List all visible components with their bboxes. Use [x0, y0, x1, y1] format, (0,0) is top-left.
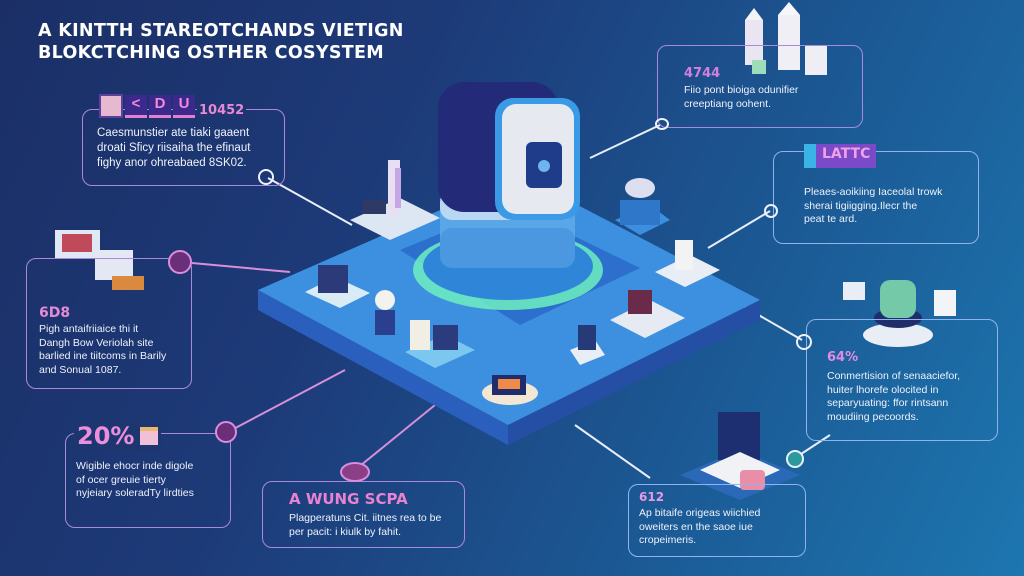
badge-image-icon — [99, 94, 123, 118]
connector-knob-bottom-center[interactable] — [340, 462, 370, 482]
stat-value: 4744 — [684, 66, 721, 81]
desc-line: Wigible ehocr inde digole — [76, 460, 194, 472]
desc-line: oweiters en the saoe iue — [639, 520, 753, 533]
platform-side-left — [258, 290, 508, 445]
connector-knob-right[interactable] — [796, 334, 812, 350]
stat-card-bottom-left: 20% Wigible ehocr inde digole of ocer gr… — [65, 422, 231, 528]
desc-line: huiter lhorefe olocited in — [827, 383, 939, 396]
desc-line: fighy anor ohreabaed 8SK02. — [97, 157, 247, 169]
connector-top-left — [267, 177, 353, 226]
gift-box-icon — [140, 427, 159, 445]
connector-knob-right-low[interactable] — [786, 450, 804, 468]
stat-card-top-left: < D U 10452 Caesmunstier ate tiaki gaaen… — [82, 94, 285, 186]
desc-line: droati Sficy riisaiha the efinaut — [97, 142, 251, 154]
city-towers-node — [350, 160, 440, 240]
tower-lower — [440, 228, 575, 268]
desc-line: Dangh Bow Veriolah site — [39, 336, 154, 349]
desc-line: creeptiang oohent. — [684, 97, 771, 110]
card-description: Plagperatuns Cit. iitnes rea to be per p… — [289, 512, 464, 539]
desc-line: cropeimeris. — [639, 534, 697, 546]
connector-bottom-left — [225, 369, 346, 434]
cloud-node — [615, 178, 670, 235]
lab-node — [655, 240, 720, 287]
title-line-2: BLOKCTCHING OSTHER COSYSTEM — [38, 43, 384, 63]
stat-card-bottom-center: A WUNG SCPA Plagperatuns Cit. iitnes rea… — [262, 481, 465, 548]
desc-line: nyjeiary soleradTy lirdties — [76, 487, 194, 499]
card-description: Conmertision of senaaciefor, huiter lhor… — [827, 370, 997, 424]
database-stack-node — [570, 325, 605, 365]
stat-card-mid-right: LATTC Pleaes-aoikiing Iaceolal trowk she… — [773, 144, 979, 244]
card-description: Pleaes-aoikiing Iaceolal trowk sherai ti… — [804, 186, 974, 227]
desc-line: Pigh antaifriiaice thi it — [39, 323, 139, 335]
card-description: Fiio pont bioiga odunifier creeptiang oo… — [684, 84, 859, 111]
desc-line: Conmertision of senaaciefor, — [827, 370, 961, 382]
desc-line: Pleaes-aoikiing Iaceolal trowk — [804, 186, 943, 198]
desc-line: and Sonual 1087. — [39, 363, 122, 376]
title-line-1: A KINTTH STAREOTCHANDS VIETIGN — [38, 21, 404, 41]
stat-header: LATTC — [804, 144, 877, 168]
card-description: Caesmunstier ate tiaki gaaent droati Sfi… — [97, 126, 282, 171]
stat-header: 20% — [74, 422, 162, 450]
desc-line: Ap bitaife origeas wiichied — [639, 507, 761, 519]
desc-line: moudiing pecoords. — [827, 410, 919, 423]
stat-card-top-right: 4744 Fiio pont bioiga odunifier creeptia… — [657, 45, 863, 128]
city-skyline-node — [745, 2, 827, 75]
stat-value: 64% — [827, 350, 859, 365]
connector-knob-mid-left[interactable] — [168, 250, 192, 274]
desc-line: Caesmunstier ate tiaki gaaent — [97, 127, 250, 139]
connector-mid-right — [707, 210, 771, 249]
stat-value: 6D8 — [39, 305, 71, 321]
laptop-dashboard-node — [680, 412, 800, 500]
connector-knob-mid-right[interactable] — [764, 204, 778, 218]
shield-lock-icon — [538, 160, 550, 172]
desc-line: of ocer greuie tierty — [76, 473, 166, 486]
connector-bottom-center — [354, 404, 436, 471]
stat-value: A WUNG SCPA — [289, 490, 408, 508]
stat-value: 20% — [77, 422, 135, 450]
connector-bottom-right — [574, 424, 651, 479]
stat-value: 10452 — [197, 103, 247, 118]
stat-value: 612 — [639, 490, 665, 504]
stat-card-mid-left: 6D8 Pigh antaifriiaice thi it Dangh Bow … — [26, 258, 192, 389]
card-description: Wigible ehocr inde digole of ocer greuie… — [76, 460, 226, 501]
connector-knob-top-left[interactable] — [258, 169, 274, 185]
connector-top-right — [589, 124, 661, 159]
stat-value: LATTC — [816, 144, 877, 168]
desc-line: peat te ard. — [804, 213, 858, 225]
monitor-devices-node — [55, 230, 144, 290]
card-description: Ap bitaife origeas wiichied oweiters en … — [639, 507, 804, 548]
database-pedestal-node — [843, 280, 956, 347]
trading-board-node — [610, 290, 685, 338]
desc-line: per pacit: i kiulk by fahit. — [289, 525, 402, 538]
connector-mid-left — [191, 262, 291, 273]
connector-knob-bottom-left[interactable] — [215, 421, 237, 443]
accent-bar-icon — [804, 144, 816, 168]
data-cubes-node — [405, 320, 475, 368]
desc-line: sherai tigiigging.Ilecr the — [804, 199, 918, 212]
desc-line: separyuating: ffor rintsann — [827, 397, 949, 409]
desc-line: Plagperatuns Cit. iitnes rea to be — [289, 512, 442, 524]
badge-letter: < — [125, 95, 147, 118]
badge-letter: U — [173, 95, 195, 118]
chip-node — [482, 375, 538, 405]
card-description: Pigh antaifriiaice thi it Dangh Bow Veri… — [39, 323, 189, 377]
page-title: A KINTTH STAREOTCHANDS VIETIGN BLOKCTCHI… — [38, 20, 404, 64]
connector-knob-top-right[interactable] — [655, 118, 669, 130]
user-group-node — [305, 265, 370, 308]
badge-letters: < D U 10452 — [99, 94, 247, 118]
stat-card-right: 64% Conmertision of senaaciefor, huiter … — [806, 319, 998, 441]
lightbulb-node — [375, 290, 395, 335]
desc-line: barlied ine tiitcoms in Barily — [39, 350, 167, 362]
desc-line: Fiio pont bioiga odunifier — [684, 84, 799, 96]
platform-side-right — [508, 300, 760, 445]
badge-letter: D — [149, 95, 171, 118]
stat-card-bottom-right: 612 Ap bitaife origeas wiichied oweiters… — [628, 484, 806, 557]
